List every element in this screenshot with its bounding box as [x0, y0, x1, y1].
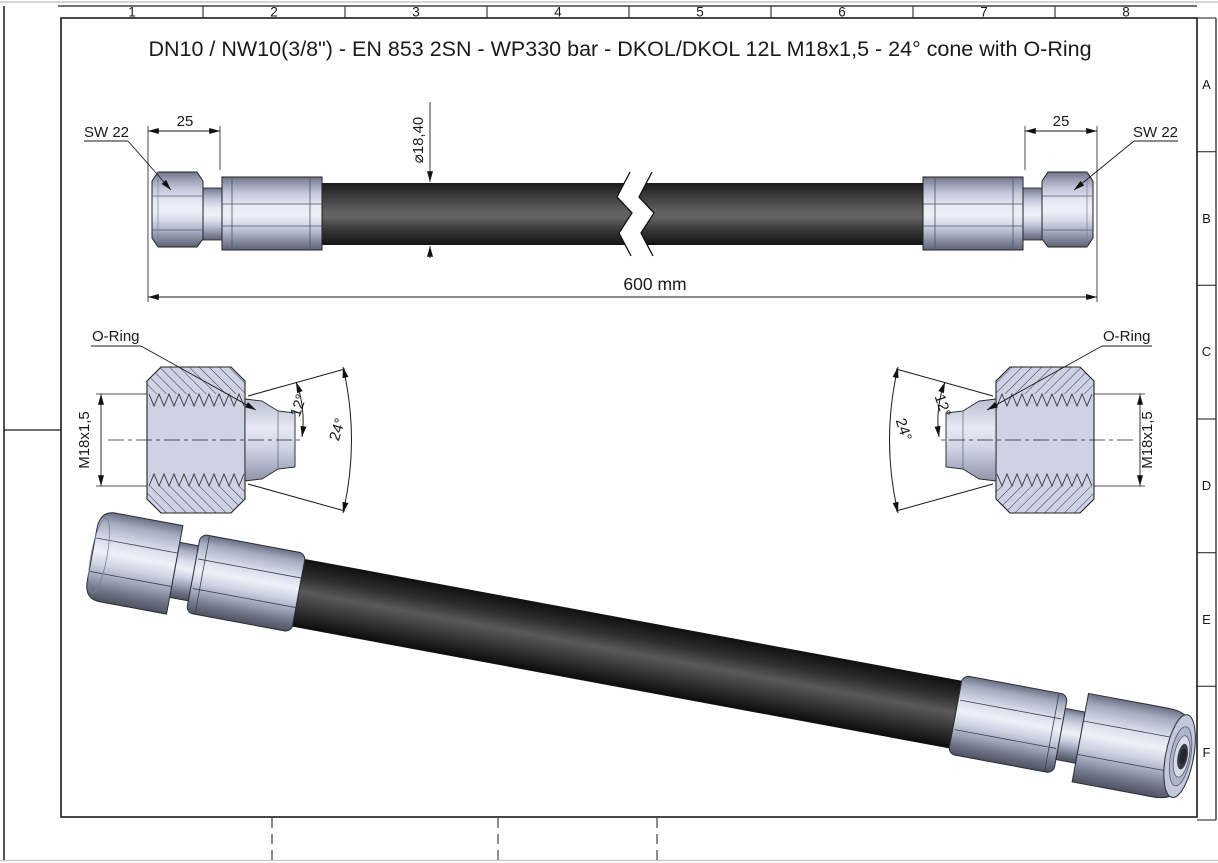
- fitting-2d-left: [151, 171, 323, 251]
- detail-left-text: O-Ring M18x1,5 12° 24°: [76, 328, 349, 469]
- nut-face-3d: [1163, 714, 1196, 798]
- label-12deg-left: 12°: [287, 392, 310, 419]
- hex-nut-3d-right: [1071, 692, 1196, 799]
- side-view-dim-text: 25 25 SW 22 SW 22 ⌀18,40 600 mm: [84, 113, 1178, 294]
- detail-views: O-Ring M18x1,5 12° 24° O-Ring M18x1,5 12…: [76, 328, 1156, 514]
- ruler-right-ticks: [1197, 17, 1216, 821]
- ferrule-2d: [221, 176, 323, 251]
- section-hatch-top: [147, 367, 245, 394]
- label-thread-right: M18x1,5: [1139, 411, 1156, 469]
- ruler-right-cell: B: [1202, 211, 1211, 226]
- fitting-2d-right: [922, 171, 1094, 251]
- leader-oring-left: [140, 345, 257, 411]
- leader-oring-right: [986, 345, 1103, 411]
- ferrule-3d-right: [948, 675, 1068, 773]
- leader-sw22-left: [127, 140, 172, 191]
- ruler-top-ticks: [202, 6, 1056, 18]
- label-oring-left: O-Ring: [92, 328, 140, 345]
- ruler-top-cell: 3: [412, 5, 420, 20]
- label-24deg-left: 24°: [326, 416, 349, 443]
- ruler-top-cell: 6: [838, 5, 846, 20]
- drawing-title: DN10 / NW10(3/8") - EN 853 2SN - WP330 b…: [148, 37, 1091, 61]
- label-oring-right: O-Ring: [1103, 328, 1151, 345]
- dim-hose-diameter: ⌀18,40: [410, 117, 427, 164]
- angle-arc-24: [342, 366, 352, 514]
- label-24deg-right: 24°: [892, 416, 915, 443]
- hex-nut-3d-left: [86, 512, 184, 615]
- ruler-right: A B C D E F: [1197, 17, 1217, 821]
- hex-nut-2d: [151, 171, 204, 248]
- ruler-top-cell: 1: [128, 5, 136, 20]
- leader-sw22-right: [1073, 140, 1135, 191]
- thread-profile-bottom: [148, 472, 245, 488]
- ruler-top: 1 2 3 4 5 6 7 8: [58, 5, 1197, 20]
- detail-geometry-left: [96, 366, 352, 514]
- dim-25-right: 25: [1053, 113, 1070, 130]
- ruler-top-cell: 8: [1122, 5, 1130, 20]
- label-sw22-left: SW 22: [84, 124, 129, 141]
- ruler-right-cell: E: [1202, 612, 1211, 627]
- ruler-top-cell: 2: [270, 5, 278, 20]
- ruler-top-cell: 4: [554, 5, 562, 20]
- label-sw22-right: SW 22: [1133, 124, 1178, 141]
- ruler-top-cell: 5: [696, 5, 704, 20]
- thread-profile-top: [148, 392, 245, 408]
- hose-3d: [290, 558, 964, 749]
- ruler-right-cell: A: [1202, 77, 1211, 92]
- detail-right-text: O-Ring M18x1,5 12° 24°: [892, 328, 1156, 469]
- dim-25-left: 25: [177, 113, 194, 130]
- ferrule-3d-left: [186, 534, 306, 632]
- ruler-top-cell: 7: [980, 5, 988, 20]
- hose-break: [616, 171, 655, 257]
- side-view: 25 25 SW 22 SW 22 ⌀18,40 600 mm: [84, 102, 1178, 302]
- ruler-right-cell: D: [1202, 478, 1211, 493]
- ruler-right-cell: F: [1203, 745, 1211, 760]
- dim-600mm: 600 mm: [623, 274, 686, 294]
- ruler-right-cell: C: [1202, 344, 1211, 359]
- label-thread-left: M18x1,5: [76, 411, 93, 469]
- cone-flank-line: [247, 483, 346, 512]
- side-view-dimensions: [84, 102, 1178, 302]
- iso-view: [86, 512, 1196, 799]
- angle-arc-12: [295, 381, 307, 438]
- section-hatch-bottom: [147, 486, 245, 513]
- collar-2d: [202, 187, 223, 241]
- label-12deg-right: 12°: [931, 392, 954, 419]
- detail-geometry-right: [890, 367, 1146, 513]
